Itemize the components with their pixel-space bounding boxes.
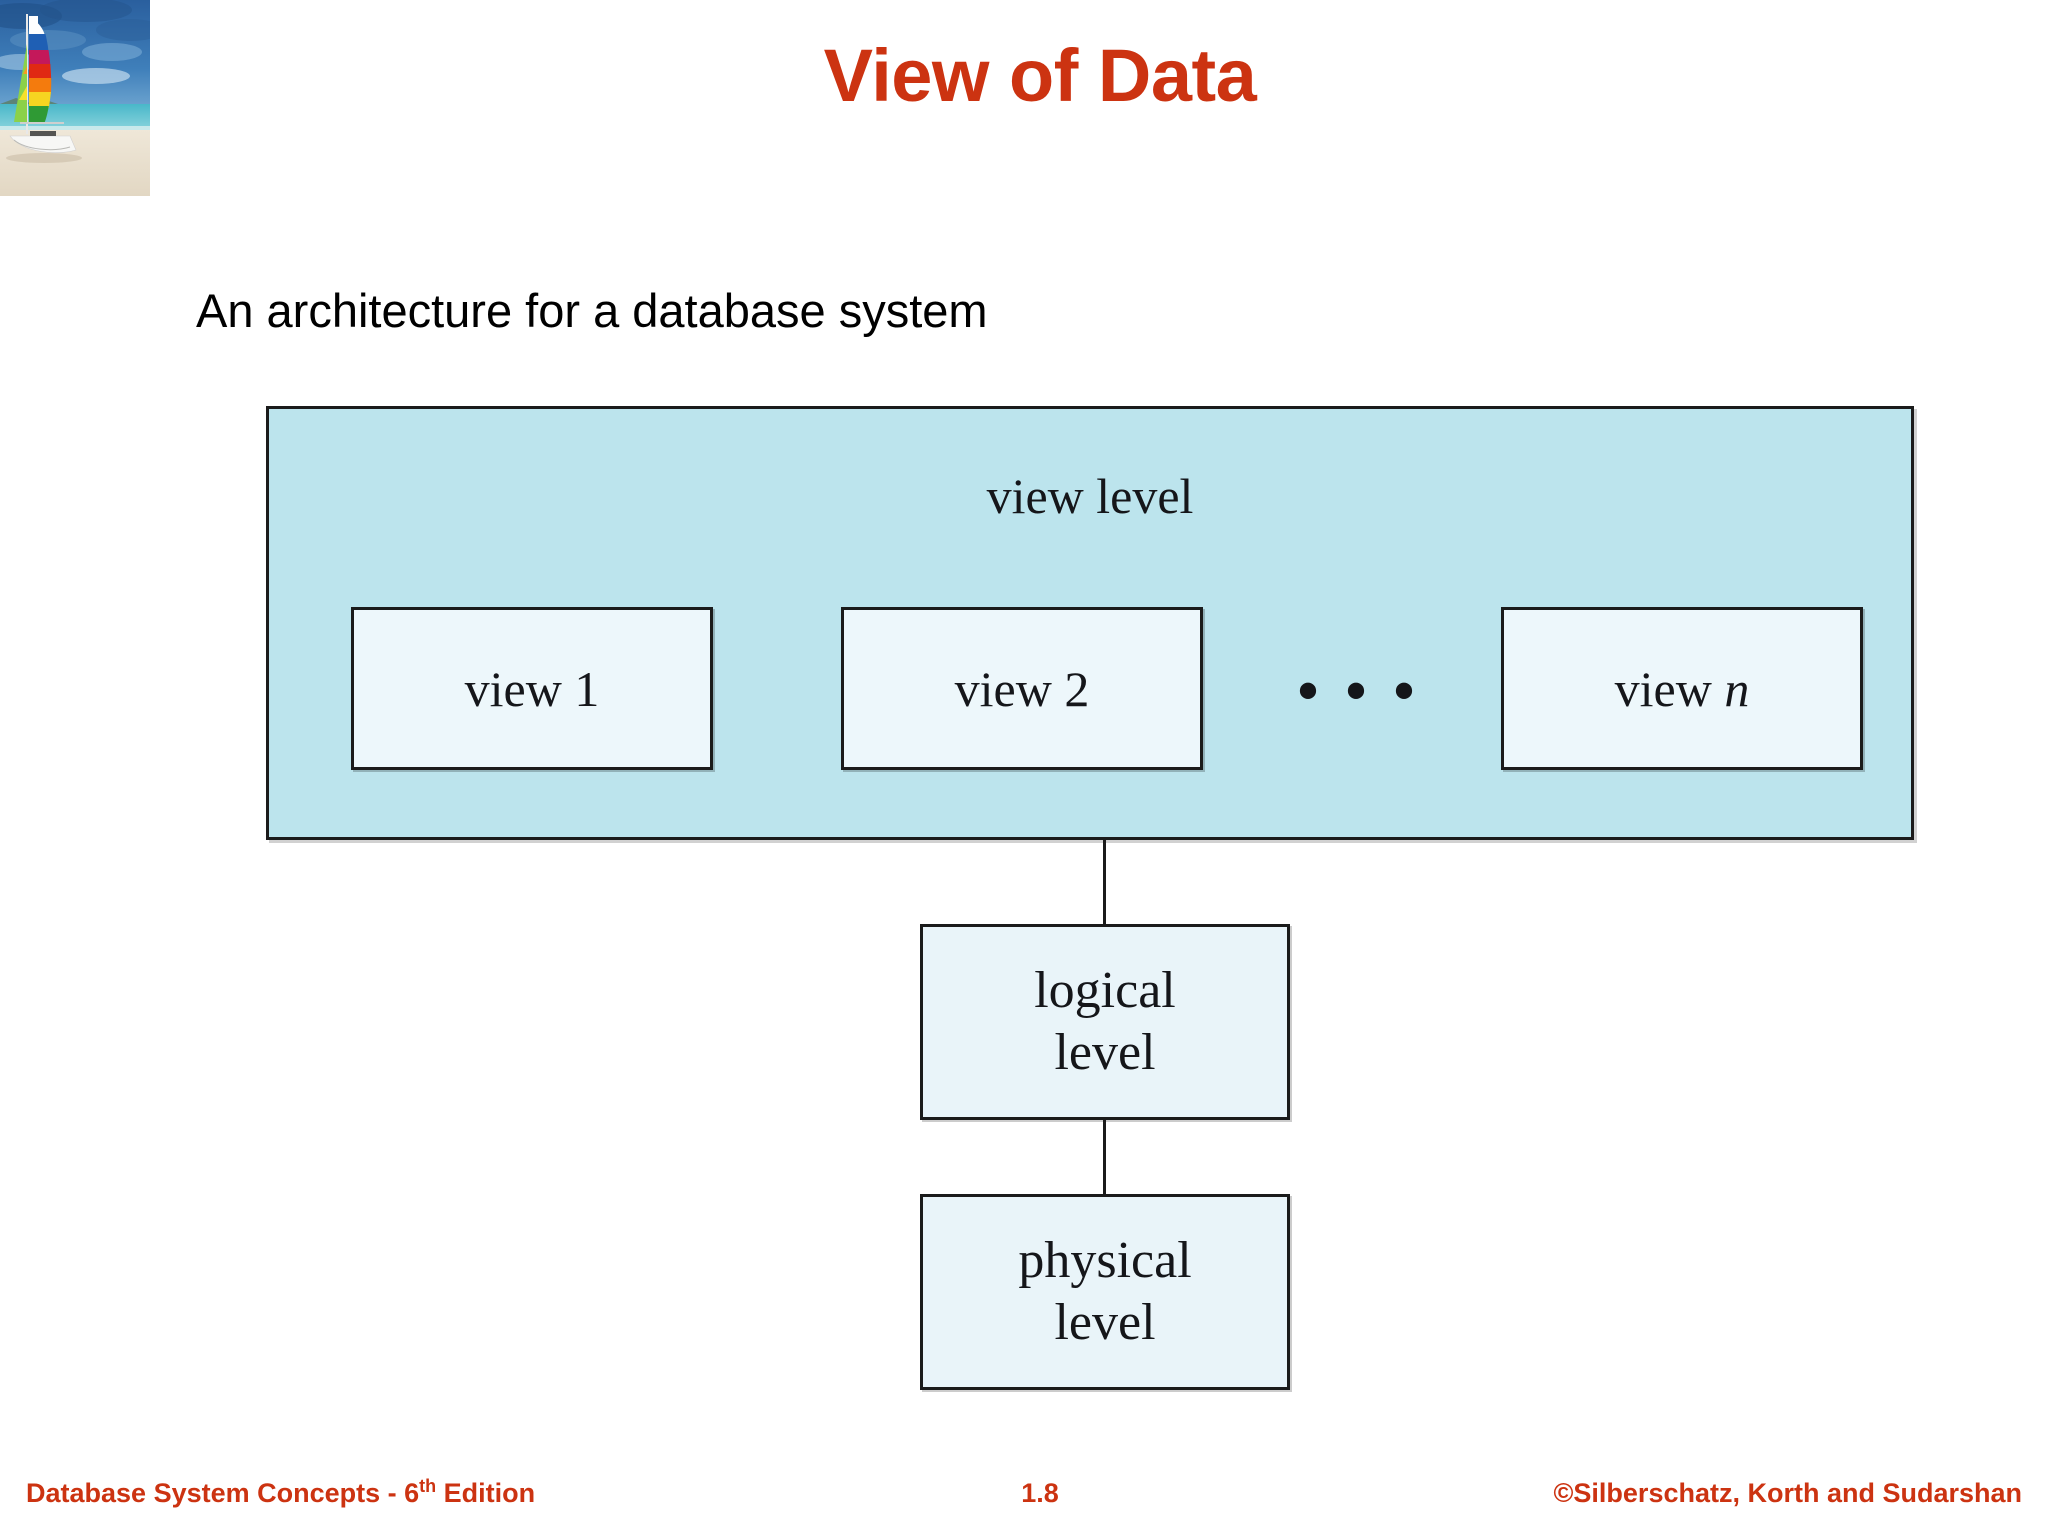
- slide-footer: Database System Concepts - 6th Edition 1…: [0, 1472, 2048, 1520]
- view-box-2: view 2: [841, 607, 1203, 770]
- sailboat-beach-photo: [0, 0, 150, 196]
- logical-level-label-line2: level: [1054, 1024, 1156, 1081]
- view-box-1-label: view 1: [464, 660, 600, 717]
- footer-book-title-main: Database System Concepts - 6: [26, 1478, 420, 1508]
- view-box-n-label: view n: [1614, 660, 1750, 717]
- footer-page-number: 1.8: [1021, 1478, 1059, 1508]
- footer-book-title: Database System Concepts - 6th Edition: [26, 1476, 535, 1510]
- view-box-2-label: view 2: [954, 660, 1090, 717]
- ellipsis-icon: • • •: [1297, 658, 1421, 724]
- view-level-container: view level view 1 view 2 • • • view n: [266, 406, 1914, 840]
- page-title: View of Data: [823, 34, 1257, 117]
- connector-view-to-logical: [1103, 838, 1106, 926]
- physical-level-box: physical level: [920, 1194, 1290, 1390]
- view-n-italic-suffix: n: [1724, 660, 1750, 717]
- footer-copyright: ©Silberschatz, Korth and Sudarshan: [1553, 1478, 2022, 1508]
- connector-logical-to-physical: [1103, 1118, 1106, 1196]
- footer-edition-superscript: th: [419, 1476, 437, 1496]
- logical-level-box: logical level: [920, 924, 1290, 1120]
- view-box-n: view n: [1501, 607, 1863, 770]
- physical-level-label-line2: level: [1054, 1294, 1156, 1351]
- view-box-1: view 1: [351, 607, 713, 770]
- logical-level-label-line1: logical: [1034, 962, 1176, 1019]
- sailboat-photo-svg: [0, 0, 150, 196]
- physical-level-label-line1: physical: [1018, 1232, 1192, 1289]
- view-level-label: view level: [986, 468, 1194, 524]
- footer-book-title-tail: Edition: [436, 1478, 536, 1508]
- body-text-line: An architecture for a database system: [196, 284, 988, 337]
